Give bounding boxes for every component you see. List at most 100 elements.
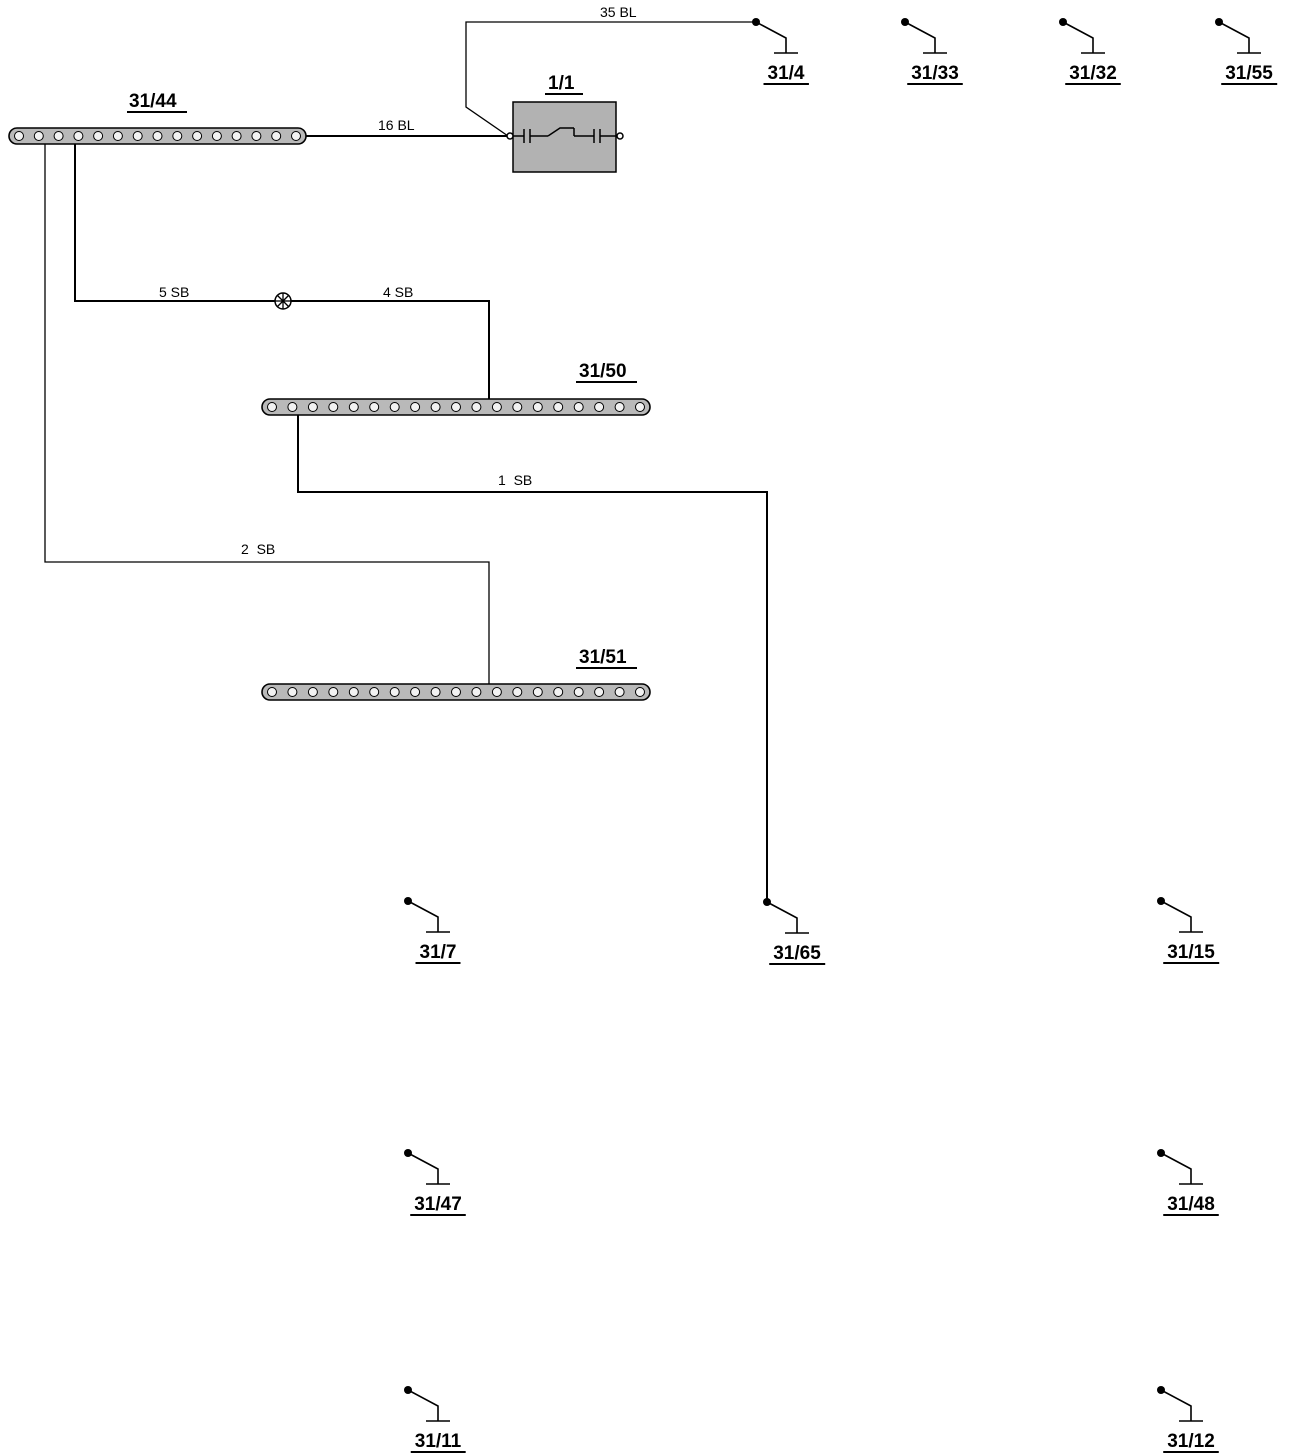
wire-1-sb — [297, 408, 768, 902]
ground-point-31-65[interactable]: 31/65 — [763, 898, 826, 965]
connector-label-31-50: 31/50 — [579, 361, 627, 382]
connector-pin — [291, 131, 301, 141]
connector-pin — [635, 402, 645, 412]
connector-pin — [532, 402, 543, 412]
connector-pin — [512, 687, 523, 697]
ground-point-31-4[interactable]: 31/4 — [752, 18, 809, 85]
connector-pin — [251, 131, 262, 141]
ground-label: 31/11 — [415, 1431, 462, 1452]
connector-pin — [553, 402, 564, 412]
ground-icon — [755, 21, 798, 54]
ground-point-31-33[interactable]: 31/33 — [901, 18, 963, 85]
connector-pin — [307, 402, 318, 412]
connector-31-50[interactable]: 31/50 — [261, 361, 651, 416]
ground-label: 31/47 — [414, 1194, 462, 1215]
wire-4-sb — [290, 300, 490, 406]
connector-pin — [471, 687, 482, 697]
connector-pin — [451, 402, 461, 412]
connector-pin — [53, 131, 64, 141]
connector-pin — [614, 687, 625, 697]
wire-2-sb — [44, 136, 490, 691]
ground-icon — [766, 901, 809, 934]
wire-label-1: 1 SB — [498, 472, 532, 488]
connector-pin — [348, 687, 359, 697]
connector-pin — [369, 687, 380, 697]
wire-label-2: 2 SB — [241, 541, 275, 557]
connector-pin — [152, 131, 163, 141]
connector-label-31-44: 31/44 — [129, 91, 177, 112]
ground-point-31-32[interactable]: 31/32 — [1059, 18, 1121, 85]
connector-pin — [594, 687, 605, 697]
connector-pin — [267, 687, 277, 697]
connector-pin — [271, 131, 282, 141]
ground-label: 31/48 — [1167, 1194, 1215, 1215]
connector-pin — [112, 131, 123, 141]
connector-pin — [192, 131, 203, 141]
ground-point-31-47[interactable]: 31/47 — [404, 1149, 466, 1216]
ground-label: 31/12 — [1167, 1431, 1215, 1452]
connector-pin — [369, 402, 380, 412]
ground-point-31-12[interactable]: 31/12 — [1157, 1386, 1219, 1453]
ground-icon — [407, 1389, 450, 1422]
wire-35-bl — [465, 21, 756, 137]
connector-pin — [410, 402, 421, 412]
connector-pin — [430, 402, 441, 412]
connector-pin — [553, 687, 564, 697]
ground-point-31-48[interactable]: 31/48 — [1157, 1149, 1219, 1216]
connector-pin — [287, 402, 298, 412]
connector-pin — [267, 402, 277, 412]
connector-pin — [93, 131, 104, 141]
ground-label: 31/4 — [768, 63, 805, 84]
connector-pin — [491, 687, 502, 697]
connector-pin — [532, 687, 543, 697]
connector-pin — [573, 402, 584, 412]
connector-pin — [328, 402, 339, 412]
wire-label-4: 4 SB — [383, 284, 413, 300]
wire-label-16: 16 BL — [378, 117, 415, 133]
connector-pin — [132, 131, 143, 141]
wire-label-5: 5 SB — [159, 284, 189, 300]
ground-icon — [1160, 1152, 1203, 1185]
ground-point-31-55[interactable]: 31/55 — [1215, 18, 1278, 85]
connector-pin — [635, 687, 645, 697]
ground-label: 31/33 — [911, 63, 959, 84]
connector-pin — [348, 402, 359, 412]
switch-icon — [506, 127, 624, 143]
connector-pin — [430, 687, 441, 697]
ground-point-31-7[interactable]: 31/7 — [404, 897, 461, 964]
ground-icon — [904, 21, 947, 54]
ground-point-31-15[interactable]: 31/15 — [1157, 897, 1220, 964]
ground-label: 31/55 — [1225, 63, 1273, 84]
connector-pin — [389, 402, 400, 412]
ground-point-31-11[interactable]: 31/11 — [404, 1386, 466, 1453]
connector-pin — [594, 402, 605, 412]
connector-pin — [231, 131, 242, 141]
component-1-1[interactable]: 1/1 — [506, 73, 624, 173]
connector-pin — [287, 687, 298, 697]
wire-5-sb — [74, 136, 276, 302]
connector-pin — [573, 687, 584, 697]
ground-label: 31/15 — [1167, 942, 1215, 963]
connector-pin — [512, 402, 523, 412]
ground-icon — [1218, 21, 1261, 54]
connector-pin — [14, 131, 24, 141]
connector-31-51[interactable]: 31/51 — [261, 647, 651, 701]
ground-label: 31/32 — [1069, 63, 1117, 84]
ground-label: 31/7 — [420, 942, 457, 963]
connector-pin — [73, 131, 84, 141]
wire-label-35: 35 BL — [600, 4, 637, 20]
component-label-1-1: 1/1 — [548, 73, 575, 94]
ground-icon — [1160, 1389, 1203, 1422]
connector-label-31-51: 31/51 — [579, 647, 627, 668]
ground-icon — [1062, 21, 1105, 54]
ground-icon — [407, 900, 450, 933]
connector-31-44[interactable]: 31/44 — [8, 91, 307, 145]
ground-icon — [1160, 900, 1203, 933]
connector-pin — [211, 131, 222, 141]
connector-pin — [33, 131, 44, 141]
connector-pin — [389, 687, 400, 697]
connector-pin — [307, 687, 318, 697]
ground-icon — [407, 1152, 450, 1185]
connector-pin — [471, 402, 482, 412]
